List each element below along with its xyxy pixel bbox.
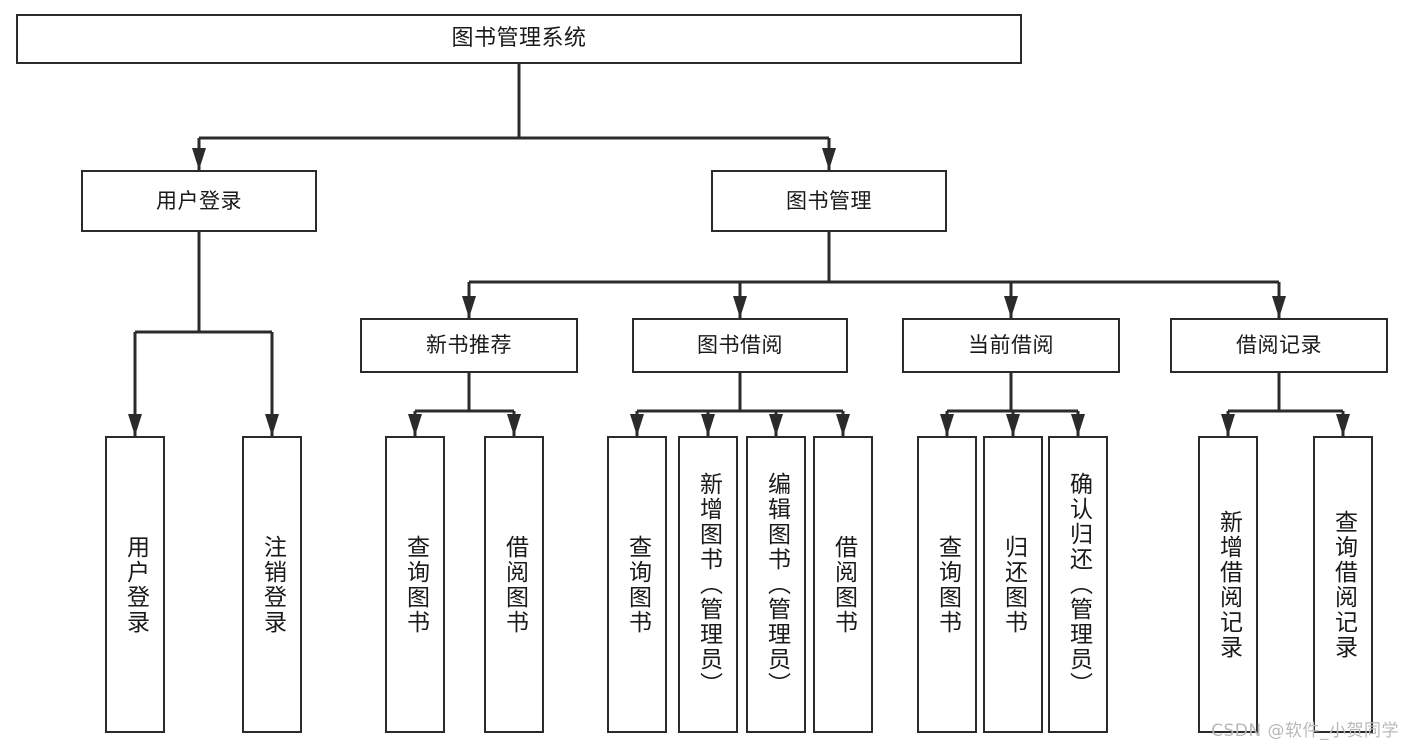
- arrowhead: [192, 148, 206, 170]
- node-leaf-query-book-3[interactable]: 查询图书: [917, 436, 977, 733]
- node-borrow-record[interactable]: 借阅记录: [1170, 318, 1388, 373]
- node-label: 用户登录: [156, 188, 242, 213]
- node-leaf-confirm-return[interactable]: 确认归还（管理员）: [1048, 436, 1108, 733]
- arrowhead: [128, 414, 142, 436]
- node-label: 借阅图书: [830, 534, 857, 635]
- node-label: 图书管理系统: [451, 26, 587, 52]
- arrowhead: [1006, 414, 1020, 436]
- arrowhead: [1221, 414, 1235, 436]
- node-book-borrow[interactable]: 图书借阅: [632, 318, 848, 373]
- node-label: 用户登录: [122, 534, 149, 635]
- node-label: 编辑图书（管理员）: [763, 472, 790, 697]
- node-leaf-user-login[interactable]: 用户登录: [105, 436, 165, 733]
- arrowhead: [733, 296, 747, 318]
- arrowhead: [822, 148, 836, 170]
- node-leaf-logout[interactable]: 注销登录: [242, 436, 302, 733]
- arrowhead: [408, 414, 422, 436]
- node-user-login[interactable]: 用户登录: [81, 170, 317, 232]
- node-label: 新增借阅记录: [1215, 509, 1242, 660]
- node-label: 查询图书: [402, 534, 429, 635]
- node-leaf-edit-book[interactable]: 编辑图书（管理员）: [746, 436, 806, 733]
- node-label: 确认归还（管理员）: [1065, 472, 1092, 697]
- watermark-text: CSDN @软件_小贺同学: [1211, 721, 1399, 741]
- node-label: 图书管理: [786, 188, 872, 213]
- arrowhead: [265, 414, 279, 436]
- node-label: 当前借阅: [968, 333, 1054, 358]
- node-label: 新增图书（管理员）: [695, 472, 722, 697]
- arrowhead: [1004, 296, 1018, 318]
- node-leaf-borrow-book-2[interactable]: 借阅图书: [813, 436, 873, 733]
- node-leaf-add-record[interactable]: 新增借阅记录: [1198, 436, 1258, 733]
- node-label: 借阅图书: [501, 534, 528, 635]
- node-leaf-return-book[interactable]: 归还图书: [983, 436, 1043, 733]
- arrowhead: [630, 414, 644, 436]
- node-current-borrow[interactable]: 当前借阅: [902, 318, 1120, 373]
- node-leaf-query-book-2[interactable]: 查询图书: [607, 436, 667, 733]
- arrowhead: [1272, 296, 1286, 318]
- node-label: 归还图书: [1000, 534, 1027, 635]
- arrowhead: [769, 414, 783, 436]
- arrowhead: [1336, 414, 1350, 436]
- node-label: 查询图书: [934, 534, 961, 635]
- node-label: 新书推荐: [426, 333, 512, 358]
- node-label: 注销登录: [259, 534, 286, 635]
- node-label: 图书借阅: [697, 333, 783, 358]
- arrowhead: [507, 414, 521, 436]
- node-leaf-query-record[interactable]: 查询借阅记录: [1313, 436, 1373, 733]
- arrowhead: [701, 414, 715, 436]
- node-label: 查询借阅记录: [1330, 509, 1357, 660]
- node-label: 借阅记录: [1236, 333, 1322, 358]
- arrowhead: [940, 414, 954, 436]
- arrowhead: [836, 414, 850, 436]
- node-book-management[interactable]: 图书管理: [711, 170, 947, 232]
- arrowhead: [1071, 414, 1085, 436]
- node-leaf-add-book[interactable]: 新增图书（管理员）: [678, 436, 738, 733]
- arrowhead: [462, 296, 476, 318]
- node-label: 查询图书: [624, 534, 651, 635]
- node-root[interactable]: 图书管理系统: [16, 14, 1022, 64]
- node-leaf-borrow-book-1[interactable]: 借阅图书: [484, 436, 544, 733]
- node-leaf-query-book-1[interactable]: 查询图书: [385, 436, 445, 733]
- node-new-book-recommend[interactable]: 新书推荐: [360, 318, 578, 373]
